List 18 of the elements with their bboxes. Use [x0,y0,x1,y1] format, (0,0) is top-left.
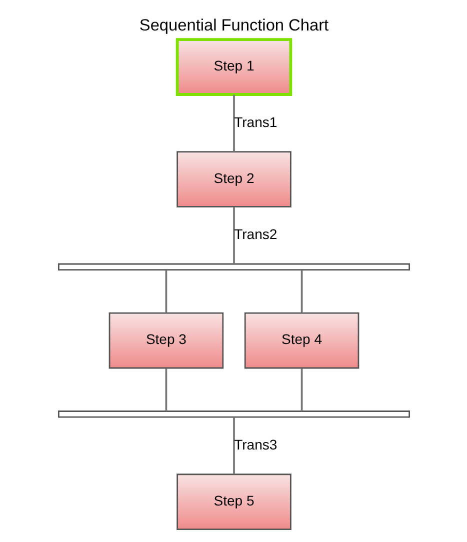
diagram-title: Sequential Function Chart [138,16,328,34]
connector [164,368,167,412]
edge-label: Trans2 [234,226,277,242]
node-bar [57,410,410,418]
connector [232,206,234,264]
connector [300,368,302,412]
connector [164,270,167,313]
node-box: Step 2 [176,151,291,208]
edge-label: Trans1 [234,114,277,130]
node-box: Step 5 [176,474,291,530]
connector [232,94,234,152]
connector [300,270,302,313]
edge-label: Trans3 [234,436,277,452]
node-box: Step 3 [108,312,224,369]
node-bar [57,263,410,271]
connector [232,417,234,474]
node-box: Step 4 [244,312,359,369]
node-box: Step 1 [175,38,292,96]
